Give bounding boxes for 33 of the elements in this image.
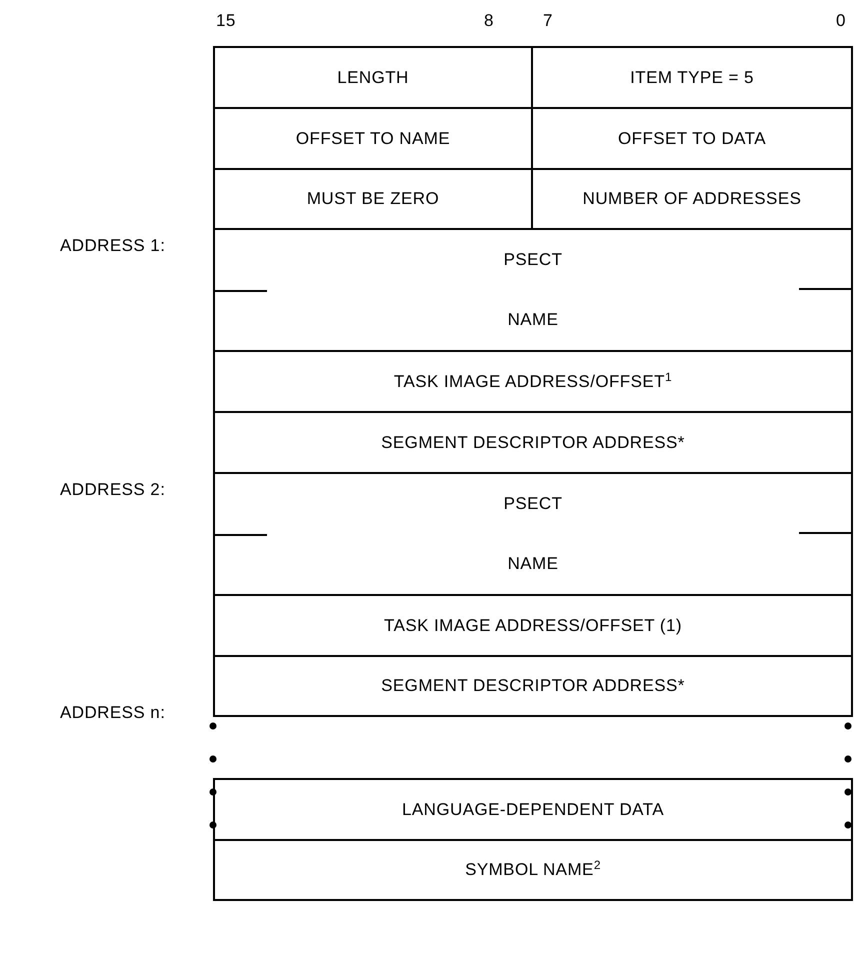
field-label: OFFSET TO DATA xyxy=(618,128,766,150)
field-label: PSECT xyxy=(504,249,562,272)
bit-number: 8 xyxy=(484,10,494,32)
field-label: NAME xyxy=(508,309,558,332)
field-label: OFFSET TO NAME xyxy=(296,128,450,150)
field-label: LANGUAGE-DEPENDENT DATA xyxy=(402,798,664,821)
double-word-field xyxy=(213,472,853,596)
field-cell xyxy=(213,411,853,474)
address-label: ADDRESS 2: xyxy=(60,479,166,501)
bit-number: 15 xyxy=(216,10,236,32)
field-cell xyxy=(213,46,533,109)
bit-number: 7 xyxy=(543,10,553,32)
field-label: TASK IMAGE ADDRESS/OFFSET$^{1}$ xyxy=(394,368,672,393)
field-label: SEGMENT DESCRIPTOR ADDRESS* xyxy=(381,432,685,454)
bit-number: 0 xyxy=(836,10,846,32)
field-cell xyxy=(213,655,853,717)
field-label: PSECT xyxy=(504,493,562,516)
field-label: LENGTH xyxy=(337,66,409,89)
field-cell xyxy=(213,839,853,901)
field-label: SEGMENT DESCRIPTOR ADDRESS* xyxy=(381,675,685,698)
address-label: ADDRESS n: xyxy=(60,702,166,724)
address-label: ADDRESS 1: xyxy=(60,235,166,257)
field-cell xyxy=(213,594,853,657)
field-cell xyxy=(213,778,853,841)
field-label: NUMBER OF ADDRESSES xyxy=(582,188,802,210)
field-label: ITEM TYPE = 5 xyxy=(630,66,754,89)
field-label: SYMBOL NAME$^{2}$ xyxy=(465,857,601,882)
field-cell xyxy=(531,46,853,109)
field-label: NAME xyxy=(508,553,558,576)
field-cell xyxy=(213,350,853,413)
field-label: TASK IMAGE ADDRESS/OFFSET (1) xyxy=(384,614,682,637)
field-label: MUST BE ZERO xyxy=(306,188,440,210)
double-word-field xyxy=(213,228,853,352)
